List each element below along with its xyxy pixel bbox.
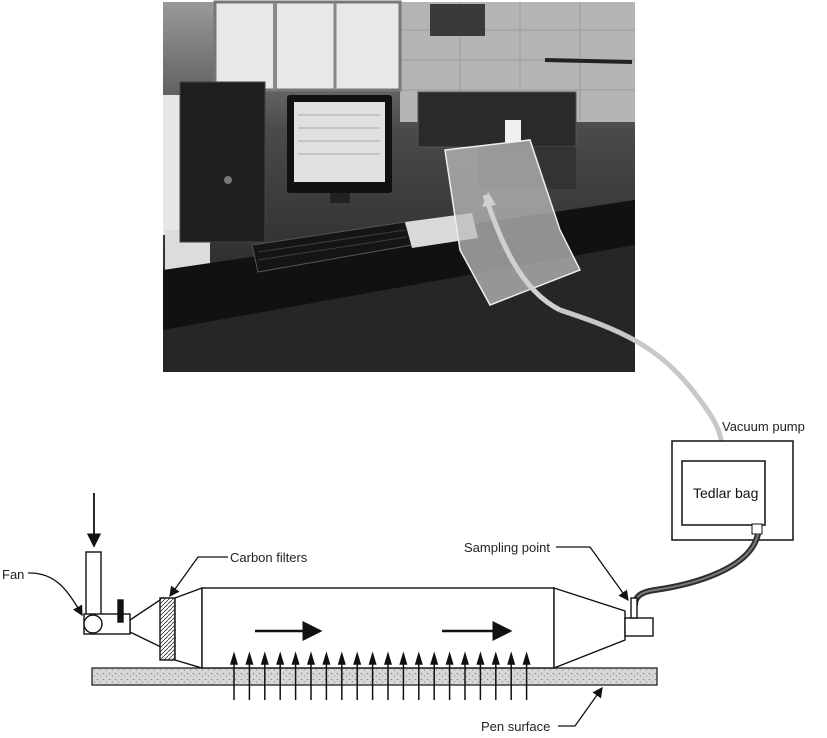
emission-arrow-head bbox=[383, 651, 393, 665]
emission-arrow-head bbox=[522, 651, 531, 665]
emission-arrow-head bbox=[476, 651, 485, 665]
emission-arrow-head bbox=[322, 651, 331, 665]
label-vacuum-pump: Vacuum pump bbox=[722, 419, 805, 434]
label-sampling-point: Sampling point bbox=[464, 540, 550, 555]
fan-assembly bbox=[83, 551, 131, 635]
carbon-filter bbox=[159, 597, 176, 661]
lab-photo bbox=[163, 0, 635, 372]
computer-tower bbox=[179, 81, 266, 243]
emission-arrow-head bbox=[229, 651, 239, 665]
emission-arrow-head bbox=[260, 651, 269, 665]
sample-tube-light bbox=[559, 307, 725, 446]
emission-arrow-head bbox=[276, 651, 285, 665]
label-fan: Fan bbox=[2, 567, 24, 582]
label-carbon-filters: Carbon filters bbox=[230, 550, 308, 565]
wind-tunnel bbox=[129, 586, 654, 670]
sample-tube-dark bbox=[632, 533, 761, 606]
emission-arrow-head bbox=[430, 651, 439, 665]
emission-arrow-head bbox=[414, 651, 423, 665]
emission-arrow-head bbox=[353, 651, 362, 665]
emission-arrows bbox=[229, 651, 531, 700]
emission-arrow-head bbox=[507, 651, 516, 665]
emission-arrow-head bbox=[460, 651, 470, 665]
emission-arrow-head bbox=[445, 651, 454, 665]
emission-arrow-head bbox=[368, 651, 377, 665]
tedlar-bag-box bbox=[681, 460, 766, 526]
pen-surface bbox=[91, 667, 658, 686]
tedlar-bag-photo bbox=[444, 139, 582, 306]
emission-arrow-head bbox=[491, 651, 500, 665]
vacuum-pump-box-photo bbox=[417, 91, 577, 148]
fan bbox=[83, 614, 103, 634]
window bbox=[213, 0, 402, 92]
emission-arrow-head bbox=[399, 651, 408, 665]
label-tedlar-bag: Tedlar bag bbox=[693, 485, 758, 501]
tunnel-body bbox=[201, 587, 555, 669]
emission-arrow-head bbox=[306, 651, 316, 665]
emission-arrow-head bbox=[245, 651, 254, 665]
label-pen-surface: Pen surface bbox=[481, 719, 550, 734]
sampling-port bbox=[624, 617, 654, 637]
emission-arrow-head bbox=[291, 651, 300, 665]
emission-arrow-head bbox=[337, 651, 346, 665]
